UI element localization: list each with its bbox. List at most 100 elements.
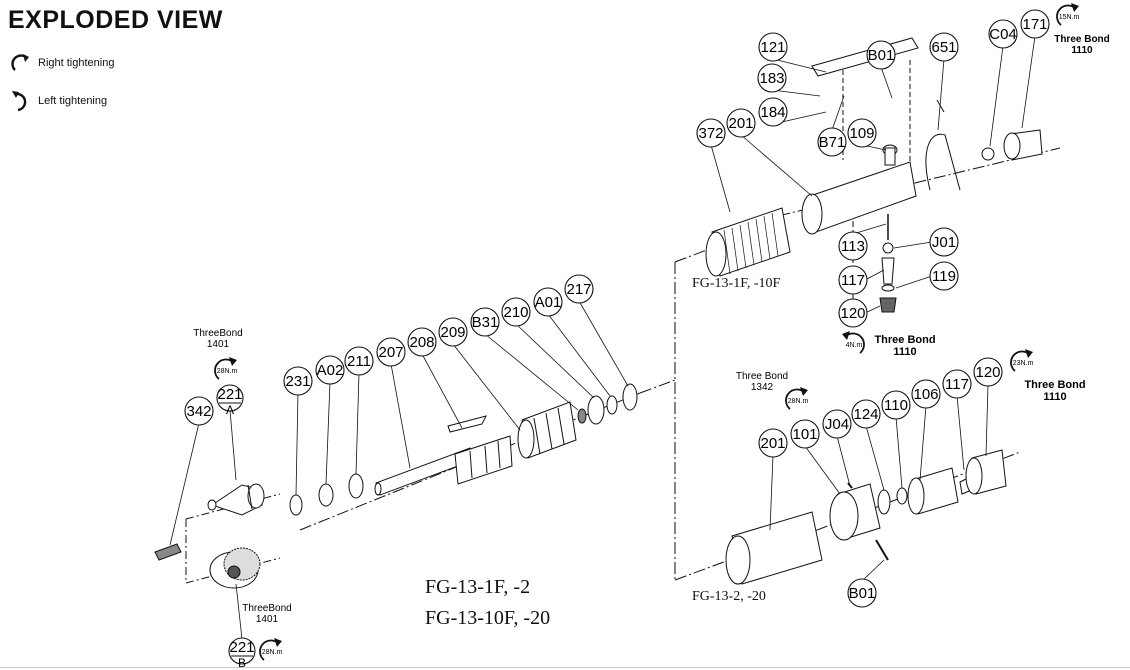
vane-upper <box>447 415 487 433</box>
part-callout: 119 <box>929 261 959 291</box>
part-callout: 117 <box>942 369 972 399</box>
rotor <box>454 435 513 485</box>
torque-value: 15N.m <box>1059 14 1080 21</box>
model-label: FG-13-10F, -20 <box>425 607 551 629</box>
part-number: 201 <box>760 435 785 452</box>
part-callout: B01 <box>866 40 896 70</box>
part-number: 121 <box>760 39 785 56</box>
torque-callout: 28N.m <box>785 387 808 410</box>
part-number: 201 <box>728 115 753 132</box>
counterclockwise-arrow-icon <box>845 332 865 354</box>
adhesive-line: 1401 <box>256 614 279 625</box>
adhesive-line: ThreeBond <box>242 603 291 614</box>
part-callout: 121 <box>758 32 788 62</box>
part-callout: 342 <box>184 396 214 426</box>
part-suffix: A <box>226 403 234 417</box>
clockwise-arrow-icon <box>259 639 279 661</box>
divider <box>0 667 1130 668</box>
part-callout: 217 <box>564 274 594 304</box>
part-callout: 209 <box>438 317 468 347</box>
counterclockwise-arrow-icon <box>12 91 27 112</box>
bit <box>154 543 182 561</box>
part-number: A01 <box>535 294 562 311</box>
part-number: 183 <box>759 70 784 87</box>
part-callout: J01 <box>929 227 959 257</box>
part-callout: 211 <box>344 346 374 376</box>
adhesive-line: 1110 <box>1071 45 1093 56</box>
part-callout: 120 <box>838 298 868 328</box>
part-number: 651 <box>931 39 956 56</box>
clockwise-arrow-icon <box>214 358 234 380</box>
part-suffix: B <box>238 656 246 668</box>
clockwise-arrow-icon <box>11 54 29 71</box>
part-number: 113 <box>841 238 865 255</box>
part-number: 171 <box>1022 16 1047 33</box>
clockwise-arrow-icon <box>1010 350 1030 372</box>
part-number: 221 <box>229 639 254 656</box>
upper-axis-line <box>719 147 1061 231</box>
part-number: 208 <box>409 334 434 351</box>
torque-callout: 28N.m <box>259 638 283 661</box>
part-number: 117 <box>841 272 865 289</box>
part-callout: C04 <box>988 19 1018 49</box>
legend-left-tightening: Left tightening <box>10 88 107 114</box>
legend-right-tightening: Right tightening <box>10 52 114 74</box>
torque-value: 28N.m <box>262 649 283 656</box>
part-callout: 124 <box>851 399 881 429</box>
part-number: 207 <box>378 344 403 361</box>
part-number: B01 <box>849 585 876 602</box>
adhesive-line: Three Bond <box>874 334 935 346</box>
part-callout: B71 <box>817 127 847 157</box>
housing <box>809 161 917 233</box>
part-number: 217 <box>566 281 591 298</box>
part-callout: 101 <box>790 419 820 449</box>
part-callout: 651 <box>929 32 959 62</box>
torque-callout: 15N.m <box>1056 3 1080 26</box>
part-callout: 110 <box>881 390 911 420</box>
model-label: FG-13-2, -20 <box>692 589 766 604</box>
diagram-linework <box>154 35 1061 640</box>
torque-callouts: 15N.m 28N.m 4N.m 28N.m 23N.m 28N.m <box>214 3 1080 661</box>
part-number: 124 <box>853 406 878 423</box>
adhesive-line: 1110 <box>893 346 916 358</box>
part-number: J04 <box>825 416 849 433</box>
part-callout: 231 <box>283 366 313 396</box>
part-number: 211 <box>347 353 371 370</box>
part-callout: B31 <box>470 307 500 337</box>
part-number: B71 <box>819 134 846 151</box>
legend-right-label: Right tightening <box>38 57 115 69</box>
part-callout: 201 <box>758 428 788 458</box>
part-callout: J04 <box>822 409 852 439</box>
part-number: A02 <box>317 362 344 379</box>
adhesive-line: 1110 <box>1043 391 1066 403</box>
part-callout: 106 <box>911 379 941 409</box>
torque-value: 28N.m <box>217 368 238 375</box>
torque-callout: 23N.m <box>1010 349 1033 372</box>
part-callout: 113 <box>838 231 868 261</box>
part-number: 221 <box>217 386 242 403</box>
lever <box>811 37 919 77</box>
part-callout: 372 <box>696 118 726 148</box>
model-label: FG-13-1F, -10F <box>692 276 781 291</box>
adhesive-line: 1401 <box>207 339 230 350</box>
leader-lines <box>169 35 1036 640</box>
part-callout: 184 <box>758 97 788 127</box>
part-callout: 109 <box>847 118 877 148</box>
part-callout: 201 <box>726 108 756 138</box>
part-number: 120 <box>840 305 865 322</box>
part-number: C04 <box>989 26 1017 43</box>
part-number: 117 <box>945 376 969 393</box>
part-callout: 208 <box>407 327 437 357</box>
part-number: 209 <box>440 324 465 341</box>
torque-value: 4N.m <box>846 342 863 349</box>
part-callout: 183 <box>757 63 787 93</box>
part-callout: 171 <box>1020 9 1050 39</box>
legend-left-label: Left tightening <box>38 95 108 107</box>
